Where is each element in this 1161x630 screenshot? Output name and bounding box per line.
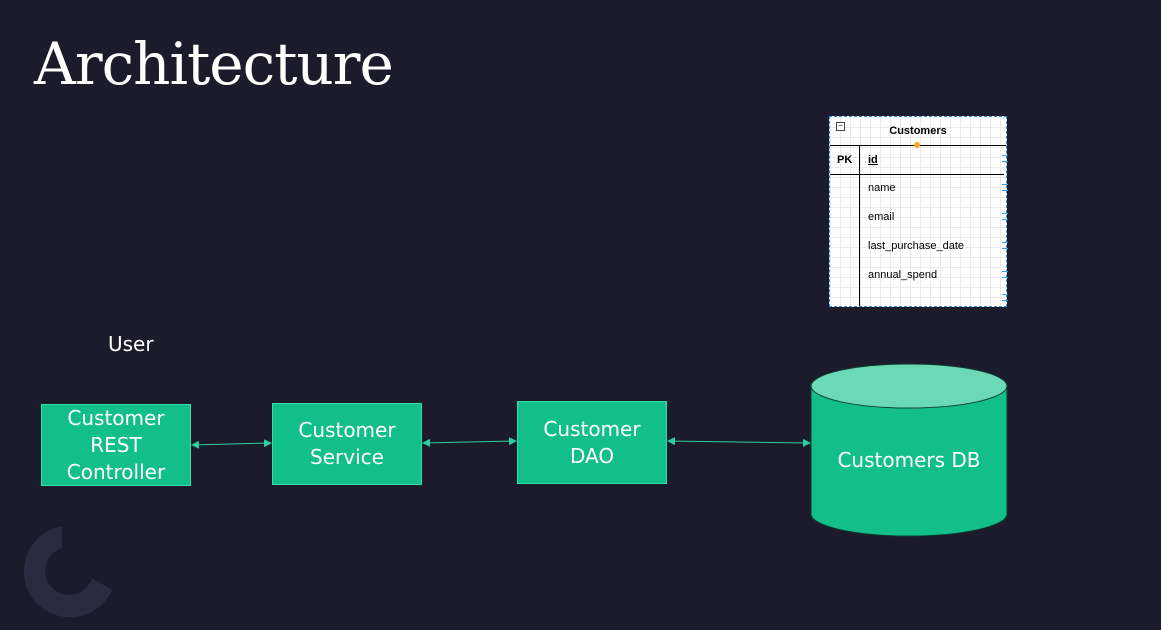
customer-dao-label: Customer DAO [543, 416, 641, 468]
connection-handle-icon [914, 142, 920, 148]
connector-controller-service [191, 439, 272, 449]
connector-service-dao [422, 437, 517, 447]
edge-connector-icon [1002, 213, 1008, 220]
edge-connector-icon [1002, 155, 1008, 162]
er-column-divider [859, 146, 860, 306]
er-field: name [868, 182, 896, 194]
er-field: last_purchase_date [868, 240, 965, 252]
er-pk-label: PK [837, 154, 853, 166]
customer-rest-controller-box: Customer REST Controller [41, 404, 191, 486]
connector-dao-db [667, 437, 811, 447]
er-field: annual_spend [868, 269, 938, 281]
slide-title: Architecture [34, 30, 394, 98]
er-pk-field: id [868, 154, 878, 166]
er-pk-row: PK id [830, 146, 1004, 175]
customer-rest-controller-label: Customer REST Controller [66, 405, 166, 484]
customers-er-table: − Customers PK id name email last_purcha… [829, 116, 1008, 307]
edge-connector-icon [1002, 271, 1008, 278]
user-label: User [108, 332, 154, 356]
customer-service-label: Customer Service [298, 418, 396, 469]
customer-dao-box: Customer DAO [517, 401, 667, 484]
customer-service-box: Customer Service [272, 403, 422, 485]
edge-connector-icon [1002, 242, 1008, 249]
brand-logo-icon [23, 526, 112, 618]
edge-connector-icon [1002, 294, 1008, 301]
collapse-icon: − [836, 122, 845, 131]
database-cylinder [810, 363, 1008, 537]
er-field: email [868, 211, 895, 223]
edge-connector-icon [1002, 184, 1008, 191]
customers-db-label: Customers DB [837, 448, 981, 472]
